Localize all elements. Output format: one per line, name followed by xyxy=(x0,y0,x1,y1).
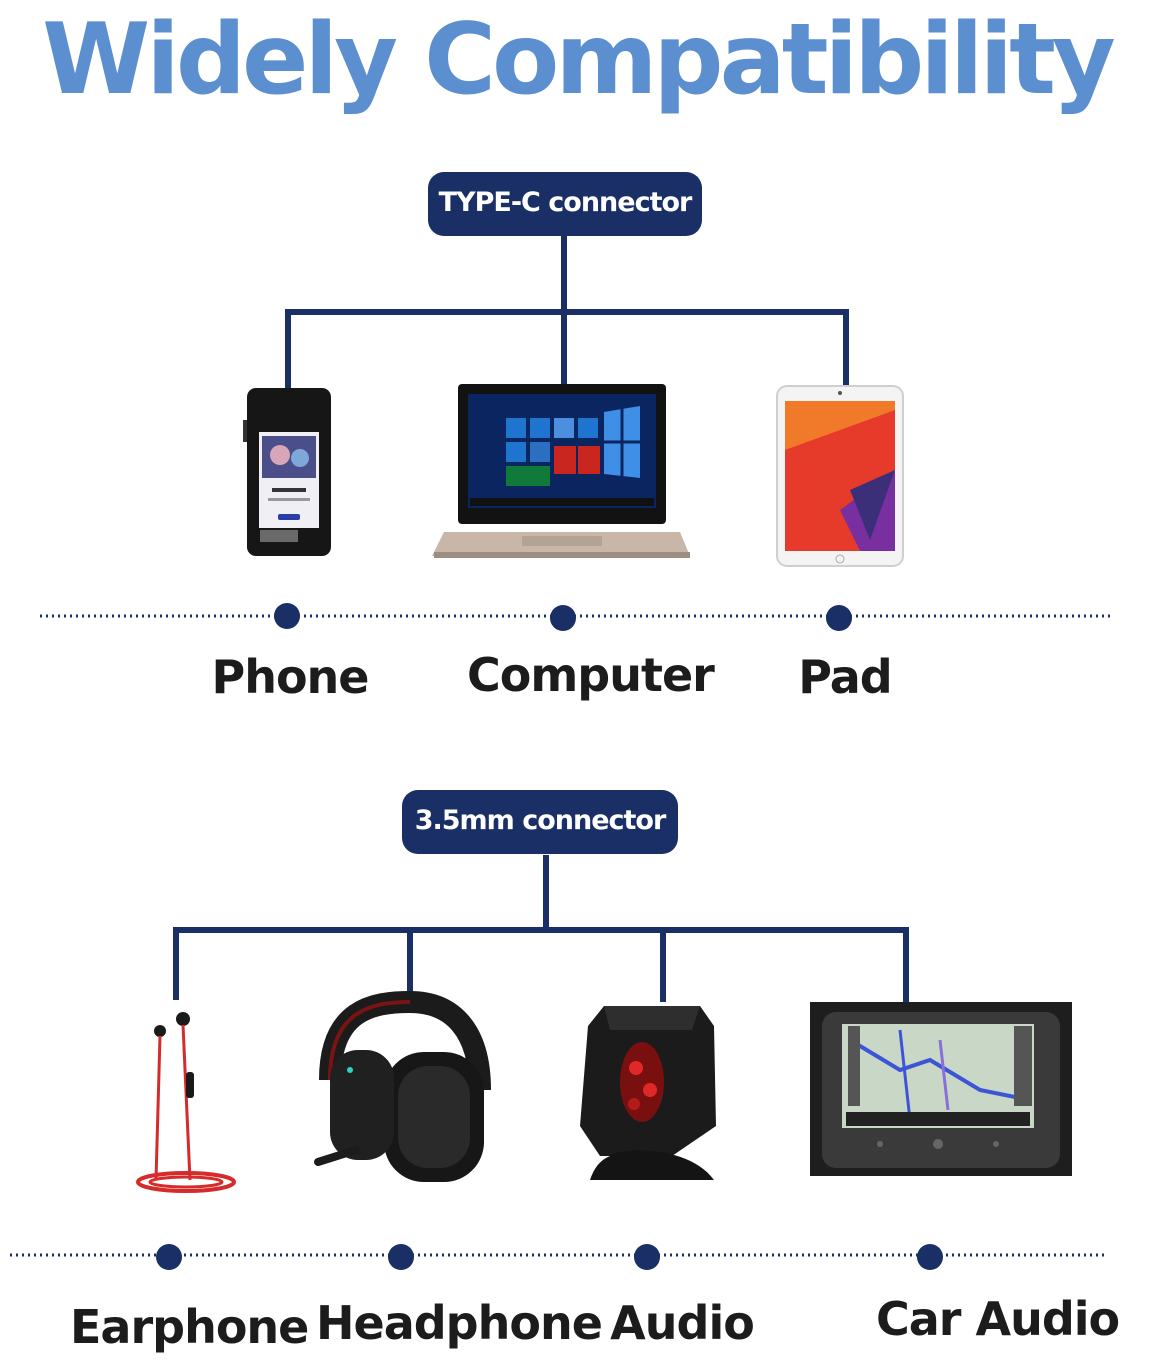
device-label-computer: Computer xyxy=(467,648,715,702)
aux-connector-label: 3.5mm connector xyxy=(402,790,678,854)
page-title: Widely Compatibility xyxy=(42,3,1116,117)
device-label-pad: Pad xyxy=(798,650,892,704)
device-label-audio: Audio xyxy=(610,1296,755,1350)
device-label-phone: Phone xyxy=(211,650,369,704)
headphone-icon xyxy=(314,990,491,1182)
device-label-headphone: Headphone xyxy=(316,1296,603,1350)
type-c-connector-label: TYPE-C connector xyxy=(428,172,702,236)
speaker-icon xyxy=(580,1006,716,1180)
timeline-dot-pad xyxy=(826,605,852,631)
device-label-car-audio: Car Audio xyxy=(876,1292,1120,1346)
earphone-icon xyxy=(136,1012,236,1193)
tablet-icon xyxy=(776,385,904,567)
timeline-dot-audio xyxy=(634,1244,660,1270)
timeline-dot-headphone xyxy=(388,1244,414,1270)
device-label-earphone: Earphone xyxy=(70,1300,309,1354)
type-c-tree-lines xyxy=(285,236,849,388)
car-stereo-icon xyxy=(810,1002,1072,1176)
timeline-dot-car-audio xyxy=(917,1244,943,1270)
aux-tree-lines xyxy=(173,855,909,1002)
timeline-dot-earphone xyxy=(156,1244,182,1270)
timeline-dot-phone xyxy=(274,603,300,629)
timeline-dot-computer xyxy=(550,605,576,631)
smartphone-icon xyxy=(243,388,331,556)
laptop-icon xyxy=(432,384,690,558)
